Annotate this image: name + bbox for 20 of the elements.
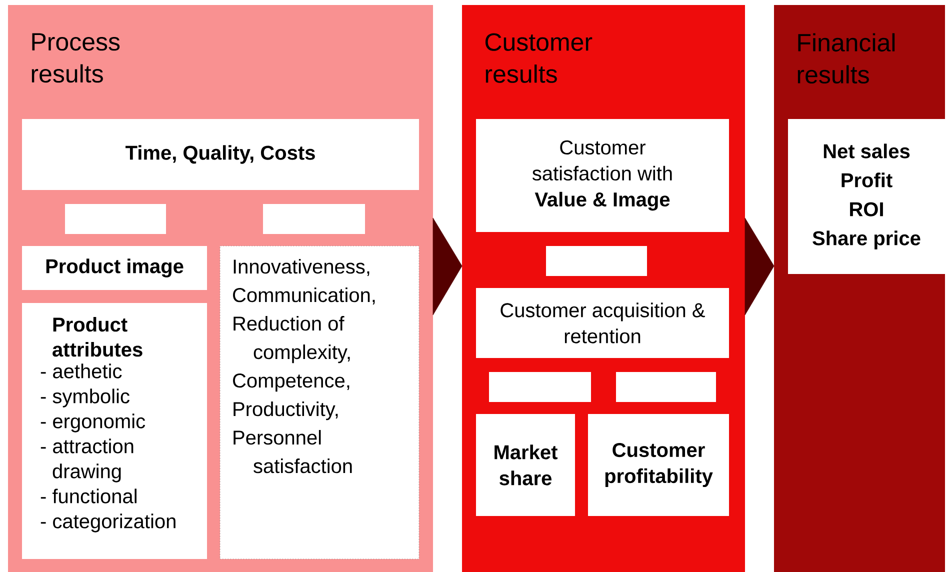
text-box: Customer profitability bbox=[588, 414, 729, 516]
empty-box bbox=[65, 204, 166, 234]
empty-box bbox=[546, 246, 647, 276]
node-label: Net sales bbox=[824, 144, 910, 158]
text-box: Innovativeness, Communication, Reduction of complexity, Competence, Productivity, Personnel satisfaction bbox=[220, 246, 420, 560]
text-box: Market share bbox=[476, 414, 575, 516]
text-box: Net sales Profit ROI Share price bbox=[788, 119, 945, 274]
chevron-arrow bbox=[432, 218, 462, 316]
empty-box bbox=[489, 372, 591, 402]
node-label: ROI bbox=[850, 202, 883, 216]
text-box: Customer satisfaction with Value & Image bbox=[476, 119, 729, 232]
text-box: Product attributes - aethetic - symbolic - ergonomic - attraction drawing - functional - categorization bbox=[22, 303, 207, 559]
node-label: Share price bbox=[812, 230, 920, 250]
chevron-arrow bbox=[744, 218, 774, 316]
text-box: Customer acquisition & retention bbox=[476, 288, 729, 358]
empty-box bbox=[263, 204, 365, 234]
empty-box bbox=[616, 372, 716, 402]
text-box: Time, Quality, Costs bbox=[22, 119, 419, 190]
node-label: Profit bbox=[842, 172, 892, 188]
text-box: Product image bbox=[22, 246, 207, 290]
